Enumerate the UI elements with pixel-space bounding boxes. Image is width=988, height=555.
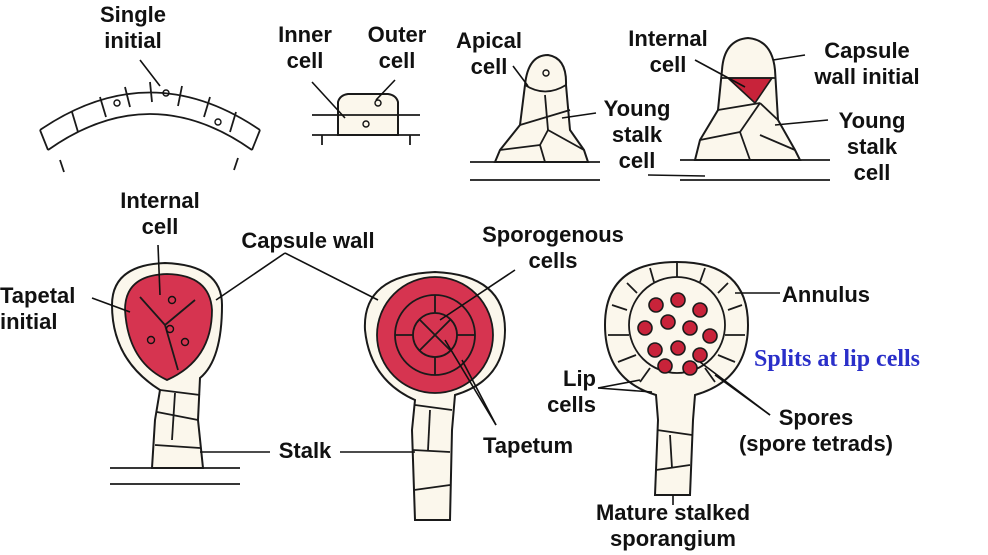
label-sporogenous-cells: Sporogenous cells	[482, 222, 624, 273]
label-stalk: Stalk	[278, 438, 332, 463]
stage-single-initial	[39, 59, 261, 173]
label-inner-cell: Inner cell	[278, 22, 332, 73]
stage-tapetum	[284, 252, 516, 521]
label-young-stalk-cell-2: Young stalk cell	[838, 108, 906, 185]
label-internal-cell-mid: Internal cell	[120, 188, 200, 239]
stage-capsule-wall-initial	[647, 36, 830, 181]
label-young-stalk-cell-1: Young stalk cell	[603, 96, 671, 173]
label-internal-cell-top: Internal cell	[628, 26, 708, 77]
label-mature-sporangium: Mature stalked sporangium	[595, 500, 751, 551]
label-capsule-wall-initial: Capsule wall initial	[814, 38, 920, 89]
note-splits-at-lip-cells: Splits at lip cells	[754, 346, 921, 372]
label-single-initial: Single initial	[99, 2, 166, 53]
label-tapetal-initial: Tapetal initial	[0, 283, 76, 334]
stage-tapetal-initial	[91, 244, 286, 485]
label-annulus: Annulus	[782, 282, 870, 307]
label-tapetum: Tapetum	[482, 433, 574, 458]
label-outer-cell: Outer cell	[367, 22, 427, 73]
label-apical-cell: Apical cell	[455, 28, 523, 79]
label-lip-cells: Lip cells	[547, 366, 596, 417]
stage-apical	[470, 53, 600, 181]
label-capsule-wall: Capsule wall	[241, 228, 375, 253]
label-spores: Spores (spore tetrads)	[738, 405, 894, 456]
stage-inner-outer	[311, 79, 420, 145]
spore-tetrads	[637, 292, 718, 376]
stage-mature	[597, 260, 780, 505]
